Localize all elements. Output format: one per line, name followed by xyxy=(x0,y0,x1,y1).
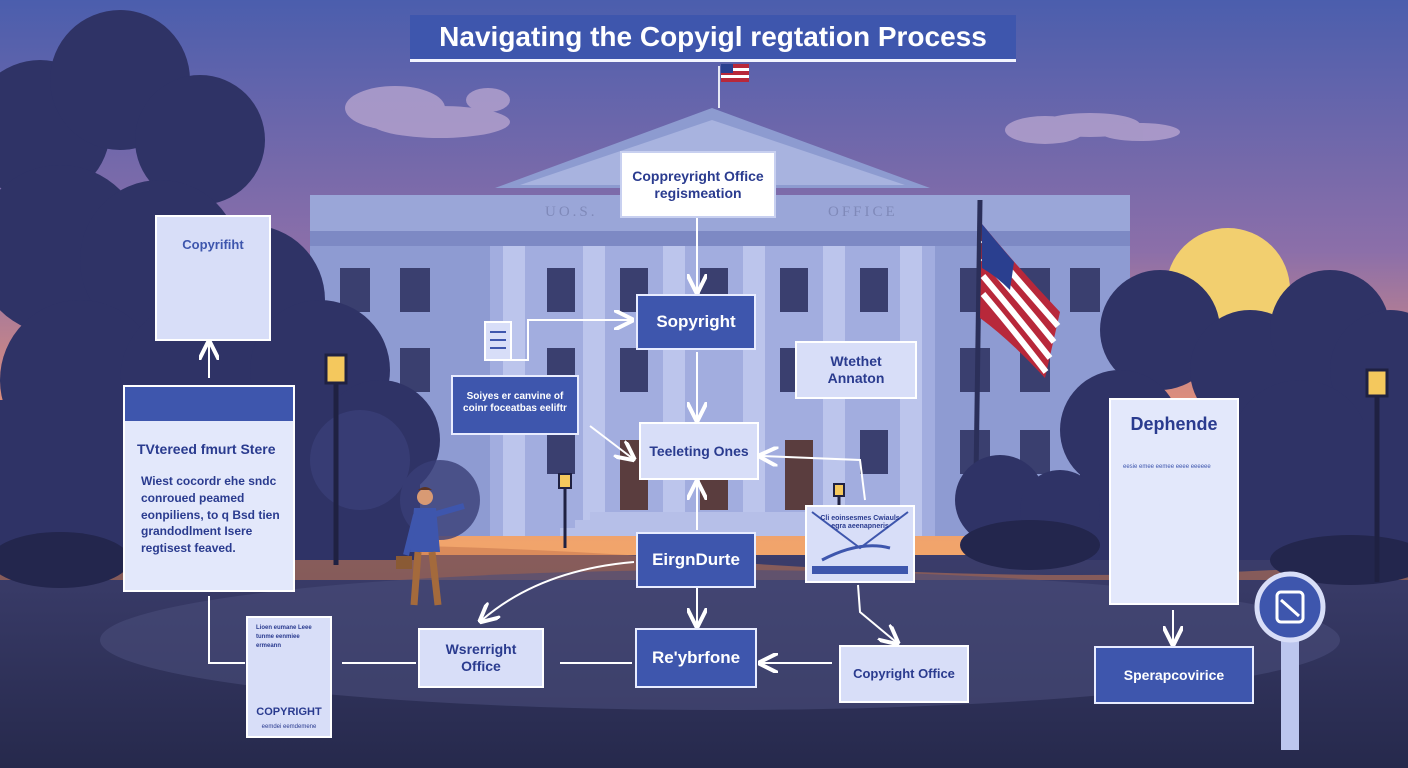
person-figure xyxy=(396,487,465,606)
copyright-card-title: Copyrifiht xyxy=(182,237,244,252)
node-sopyright[interactable]: Sopyright xyxy=(636,294,756,350)
node-copyright-office[interactable]: Copyright Office xyxy=(839,645,969,703)
node-reybrfone[interactable]: Re'ybrfone xyxy=(635,628,757,688)
certificate-caption: Cli eoinsesmes Cwiauls egra aeenapneris xyxy=(820,514,900,530)
roof-flag xyxy=(718,64,749,108)
connectors xyxy=(209,218,1173,663)
info-panel-header xyxy=(125,387,293,421)
node-wsrerright-office[interactable]: Wsrerright Office xyxy=(418,628,544,688)
info-panel-left[interactable]: TVtereed fmurt Stere Wiest cocordr ehe s… xyxy=(123,385,295,592)
dephende-caption: eesie emee eemee eeee eeeeee xyxy=(1123,464,1211,470)
building-inscription-right: OFFICE xyxy=(828,204,898,220)
clouds xyxy=(345,86,1180,144)
copyright-card[interactable]: Copyrifiht xyxy=(155,215,271,341)
info-panel-text: Wiest cocordr ehe sndc conroued peamed e… xyxy=(141,474,280,556)
node-wtethet-annaton[interactable]: Wtethet Annaton xyxy=(795,341,917,399)
street-lamps xyxy=(324,353,1389,582)
node-sperapcovtirice[interactable]: Sperapcovirice xyxy=(1094,646,1254,704)
document-header-text: Lioen eumane Leee tunme eenmiee ermeann xyxy=(256,625,312,649)
node-eirgndurte[interactable]: EirgnDurte xyxy=(636,532,756,588)
document-label: COPYRIGHT xyxy=(256,706,322,718)
dephende-panel[interactable]: Dephende eesie emee eemee eeee eeeeee xyxy=(1109,398,1239,605)
copyright-document[interactable]: Lioen eumane Leee tunme eenmiee ermeann … xyxy=(246,616,332,738)
document-footer-text: eemdei eemdemene xyxy=(261,724,317,730)
building-inscription-left: UO.S. xyxy=(545,204,598,220)
dephende-title: Dephende xyxy=(1130,413,1218,434)
mini-form-icon xyxy=(484,321,512,361)
bushes xyxy=(0,520,1408,588)
node-teeleting-ones[interactable]: Teeleting Ones xyxy=(639,422,759,480)
node-submission[interactable]: Soiyes er canvine of coinr foceatbas eel… xyxy=(451,375,579,435)
certificate-card xyxy=(805,505,915,583)
page-title: Navigating the Copyigl regtation Process xyxy=(410,15,1016,62)
sign-post xyxy=(1254,571,1326,750)
info-panel-title: TVtereed fmurt Stere xyxy=(137,441,276,457)
node-office-registration[interactable]: Coppreyright Office regismeation xyxy=(620,151,776,218)
